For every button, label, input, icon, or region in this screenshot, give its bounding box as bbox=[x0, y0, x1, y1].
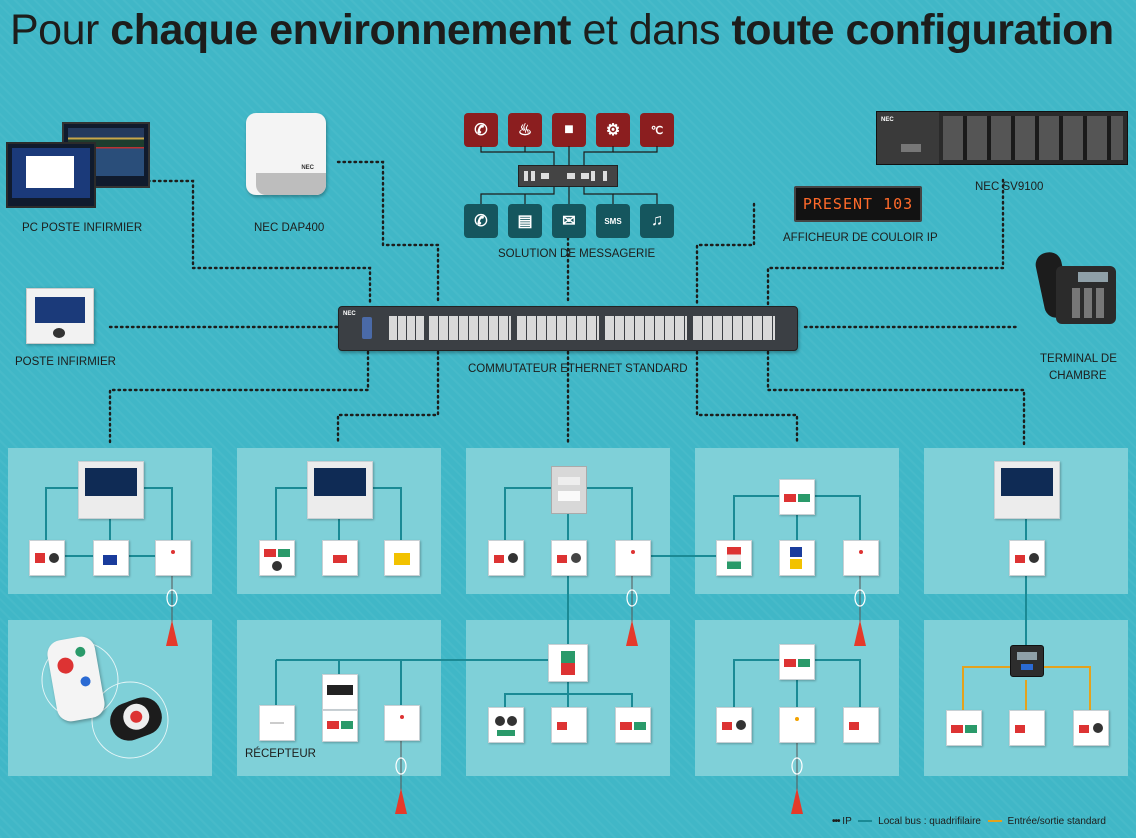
bus-legend-symbol bbox=[858, 820, 873, 823]
legend-local-bus: Local bus : quadrifilaire bbox=[878, 816, 981, 827]
call-button-module bbox=[551, 540, 587, 576]
pc-monitor-front bbox=[6, 142, 96, 208]
title-part-3: et dans bbox=[571, 6, 732, 54]
legend-ip: IP bbox=[842, 816, 852, 827]
ethernet-switch: NEC bbox=[338, 306, 798, 351]
call-button-module bbox=[843, 707, 879, 743]
corridor-display: PRESENT 103 bbox=[794, 186, 922, 222]
nec-dap400-label: NEC DAP400 bbox=[254, 222, 325, 234]
call-button-module bbox=[488, 540, 524, 576]
pull-cord-switch bbox=[779, 707, 815, 743]
call-button-module bbox=[548, 644, 588, 682]
switch-brand: NEC bbox=[343, 311, 356, 317]
pull-cord-switch bbox=[843, 540, 879, 576]
call-button-module bbox=[1009, 710, 1045, 746]
legend: ••• IP Local bus : quadrifilaire Entrée/… bbox=[832, 816, 1106, 827]
phone-icon: ✆ bbox=[464, 113, 498, 147]
call-button-module bbox=[1073, 710, 1109, 746]
call-button-module bbox=[779, 540, 815, 576]
call-button-module bbox=[615, 707, 651, 743]
io-links bbox=[962, 666, 1091, 710]
phone-icon: ✆ bbox=[464, 204, 498, 238]
io-interface-module bbox=[1010, 645, 1044, 677]
sv9100-pbx: NEC bbox=[876, 111, 1128, 165]
fire-icon: ♨ bbox=[508, 113, 542, 147]
commutateur-label: COMMUTATEUR ETHERNET STANDARD bbox=[468, 363, 688, 375]
recepteur-label: RÉCEPTEUR bbox=[245, 748, 316, 760]
call-button-module bbox=[488, 707, 524, 743]
nurse-console bbox=[307, 461, 373, 519]
call-button-module bbox=[716, 540, 752, 576]
ip-links bbox=[108, 160, 1026, 446]
dap400-brand: NEC bbox=[301, 165, 314, 171]
sms-icon: SMS bbox=[596, 204, 630, 238]
receiver-device bbox=[259, 705, 295, 741]
call-button-module bbox=[551, 707, 587, 743]
title-part-2: chaque environnement bbox=[110, 6, 571, 54]
io-legend-symbol bbox=[987, 820, 1002, 823]
solution-messagerie-label: SOLUTION DE MESSAGERIE bbox=[498, 248, 656, 260]
computer-icon: ▤ bbox=[508, 204, 542, 238]
dap400-access-point: NEC bbox=[246, 113, 326, 195]
speaker-icon: ♫ bbox=[640, 204, 674, 238]
thermometer-icon: ℃ bbox=[640, 113, 674, 147]
page-title: Pour chaque environnement et dans toute … bbox=[10, 6, 1114, 55]
ip-legend-symbol: ••• bbox=[832, 816, 840, 827]
pull-cord-handles bbox=[166, 620, 866, 814]
afficheur-label: AFFICHEUR DE COULOIR IP bbox=[783, 232, 938, 244]
gear-icon: ⚙ bbox=[596, 113, 630, 147]
call-button-module bbox=[779, 644, 815, 680]
pull-cord-switch bbox=[615, 540, 651, 576]
messaging-server bbox=[518, 165, 618, 187]
corridor-display-text: PRESENT 103 bbox=[802, 195, 914, 213]
call-button-module bbox=[384, 540, 420, 576]
call-button-module bbox=[716, 707, 752, 743]
mail-icon: ✉ bbox=[552, 204, 586, 238]
call-button-module bbox=[259, 540, 295, 576]
display-module bbox=[322, 674, 358, 710]
call-button-module bbox=[29, 540, 65, 576]
poste-infirmier-label: POSTE INFIRMIER bbox=[15, 356, 116, 368]
call-button-module bbox=[946, 710, 982, 746]
pc-poste-infirmier-label: PC POSTE INFIRMIER bbox=[22, 222, 143, 234]
bus-controller bbox=[551, 466, 587, 514]
local-bus-links bbox=[45, 487, 1027, 707]
call-button-module bbox=[779, 479, 815, 515]
legend-io: Entrée/sortie standard bbox=[1007, 816, 1106, 827]
pull-cords bbox=[171, 574, 861, 790]
call-button-module bbox=[1009, 540, 1045, 576]
pull-cord-switch bbox=[384, 705, 420, 741]
poste-infirmier-device bbox=[26, 288, 94, 344]
nurse-console bbox=[78, 461, 144, 519]
messaging-connectors bbox=[480, 146, 658, 204]
title-part-4: toute configuration bbox=[731, 6, 1114, 54]
pull-cord-switch bbox=[155, 540, 191, 576]
nec-sv9100-label: NEC SV9100 bbox=[975, 181, 1044, 193]
terminal-label-1: TERMINAL DE bbox=[1040, 353, 1117, 365]
security-icon: ■ bbox=[552, 113, 586, 147]
call-button-module bbox=[322, 710, 358, 742]
terminal-label-2: CHAMBRE bbox=[1049, 370, 1107, 382]
sv9100-brand: NEC bbox=[881, 117, 894, 123]
room-terminal-phone bbox=[1022, 250, 1118, 328]
call-button-module bbox=[93, 540, 129, 576]
call-button-module bbox=[322, 540, 358, 576]
nurse-console bbox=[994, 461, 1060, 519]
title-part-1: Pour bbox=[10, 6, 111, 54]
